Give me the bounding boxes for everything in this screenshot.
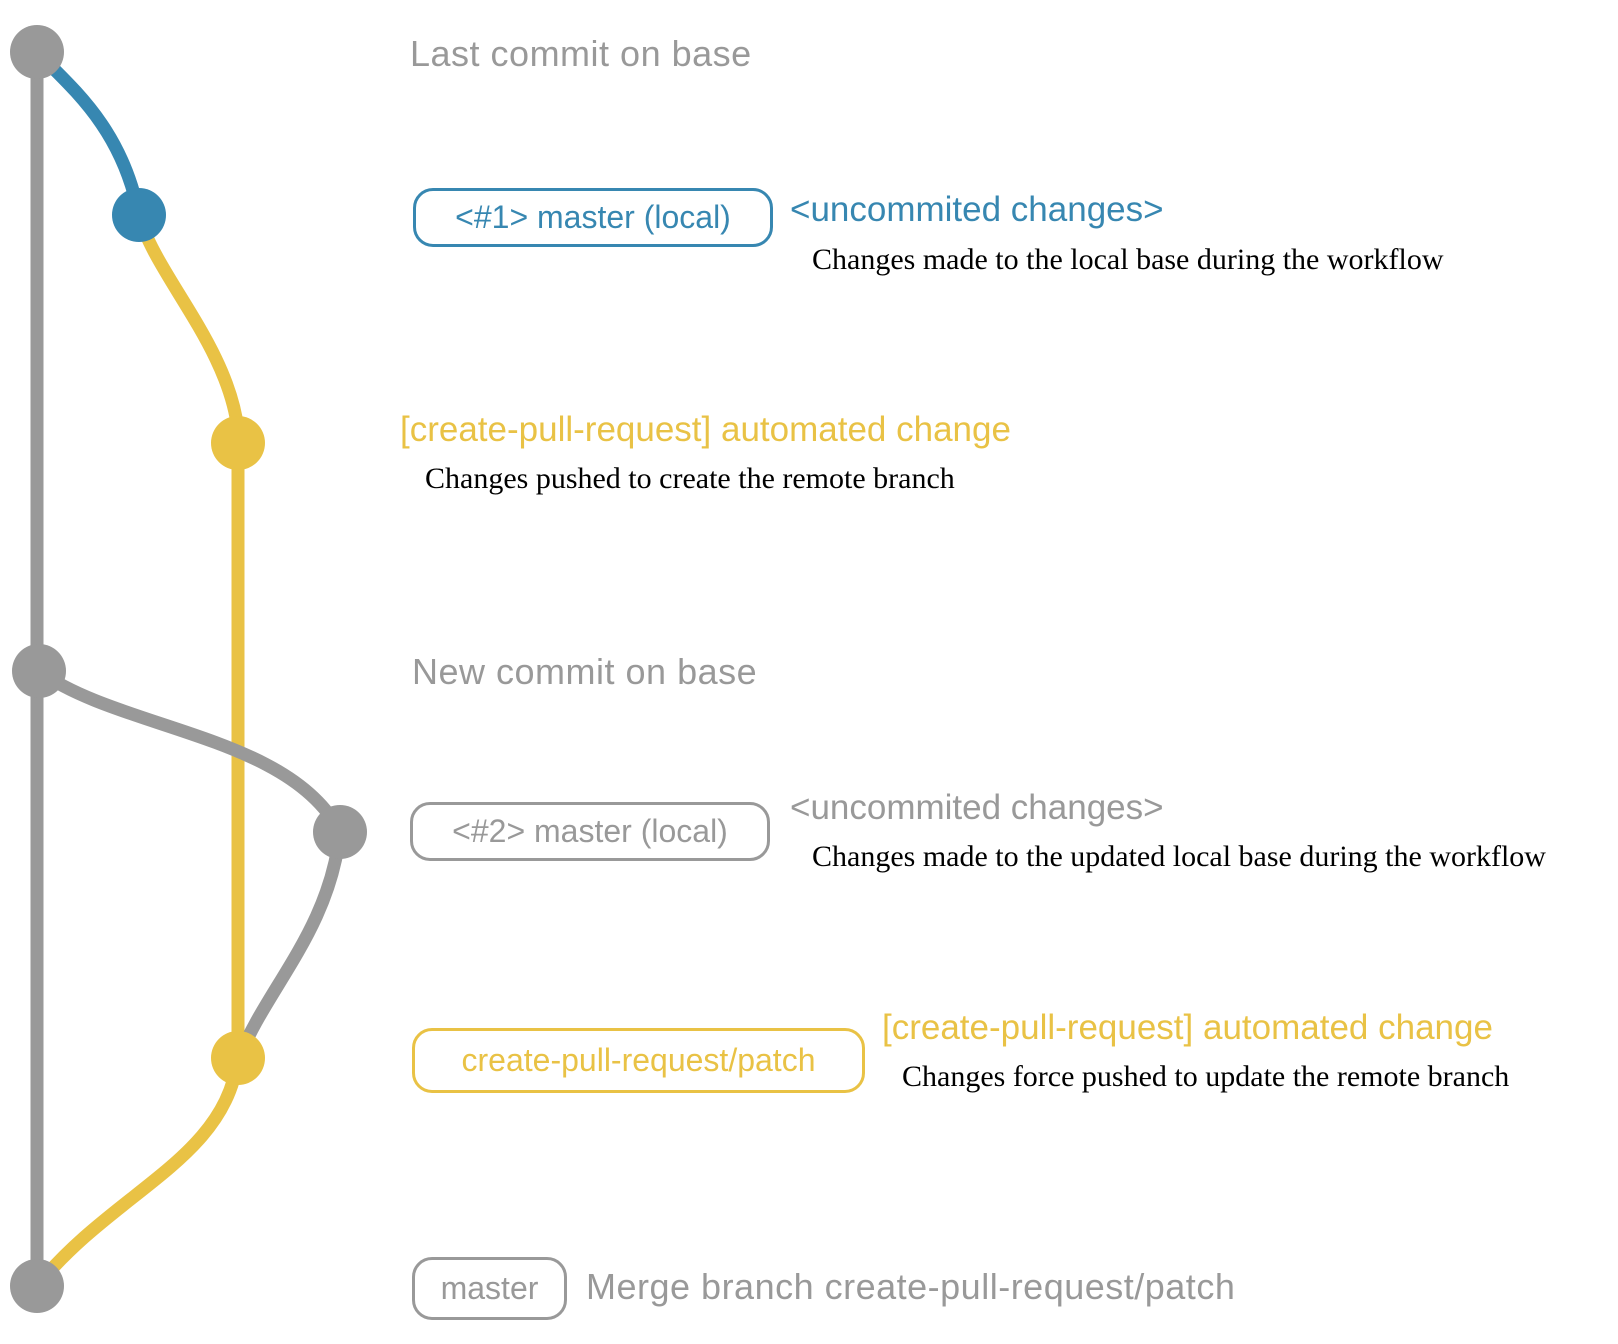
commit-dot-patch-1 (211, 416, 265, 470)
badge-master-label: master (440, 1270, 539, 1306)
badge-create-pull-request-patch: create-pull-request/patch (412, 1028, 865, 1093)
branch-create-pull-request-patch (30, 208, 245, 1293)
badge-master-local-2: <#2> master (local) (410, 802, 770, 861)
commit-dot-patch-2 (211, 1031, 265, 1085)
desc-push-create-remote: Changes pushed to create the remote bran… (425, 462, 955, 495)
badge-create-pull-request-patch-label: create-pull-request/patch (461, 1042, 816, 1078)
branch-local-master-1 (30, 45, 146, 222)
desc-force-push-remote: Changes force pushed to update the remot… (902, 1060, 1510, 1093)
desc-local-changes-2: Changes made to the updated local base d… (812, 840, 1546, 873)
note-automated-change-2: [create-pull-request] automated change (882, 1008, 1493, 1047)
badge-master-local-1-label: <#1> master (local) (455, 199, 731, 235)
badge-master: master (412, 1257, 567, 1320)
note-merge-branch: Merge branch create-pull-request/patch (586, 1266, 1236, 1307)
note-uncommited-changes-2: <uncommited changes> (790, 788, 1164, 827)
commit-dot-merge (10, 1259, 64, 1313)
desc-local-changes-1: Changes made to the local base during th… (812, 243, 1444, 276)
commit-dot-local-1 (112, 188, 166, 242)
note-uncommited-changes-1: <uncommited changes> (790, 190, 1164, 229)
badge-master-local-2-label: <#2> master (local) (452, 813, 728, 849)
label-last-commit-on-base: Last commit on base (410, 33, 752, 74)
label-new-commit-on-base: New commit on base (412, 651, 758, 692)
note-automated-change-1: [create-pull-request] automated change (400, 410, 1011, 449)
commit-dot-last-base (10, 25, 64, 79)
commit-dot-new-base (12, 644, 66, 698)
branch-local-master-2-upper (32, 664, 347, 839)
branch-local-master-2-lower (232, 825, 347, 1065)
badge-master-local-1: <#1> master (local) (413, 188, 773, 247)
commit-dot-local-2 (313, 805, 367, 859)
